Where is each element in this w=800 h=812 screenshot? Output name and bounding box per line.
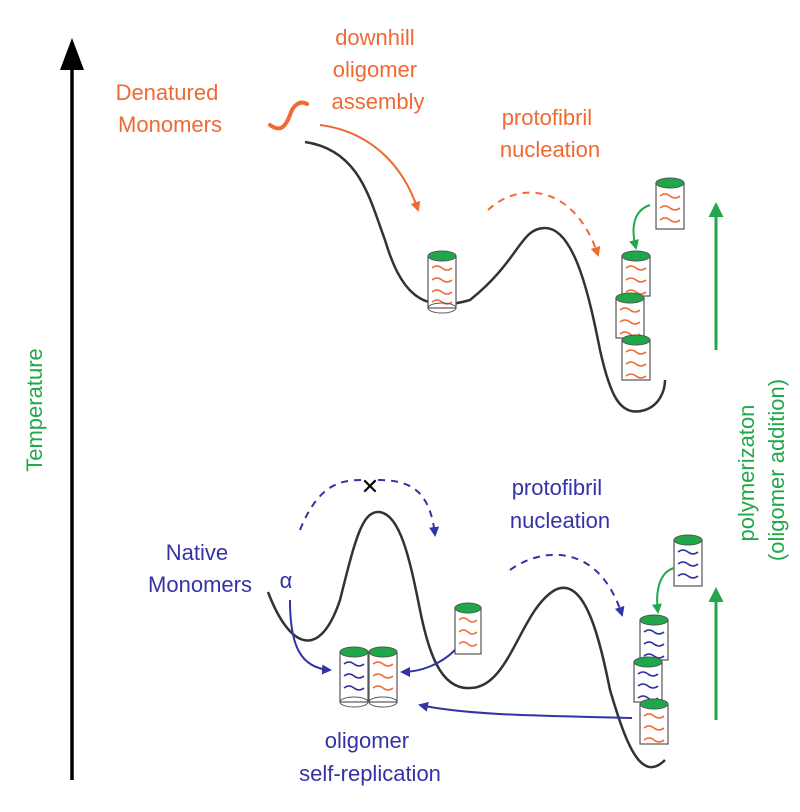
upper-protofibril-stack bbox=[615, 250, 651, 381]
upper-addition-arrow bbox=[629, 204, 651, 250]
oligomer-to-dimer-arrow bbox=[400, 649, 456, 677]
denatured-monomers-label: Denatured Monomers bbox=[116, 80, 225, 137]
self-replication-arrow bbox=[418, 701, 633, 719]
lower-nucleation-arrow bbox=[509, 553, 625, 617]
upper-oligomer-cylinder bbox=[427, 250, 457, 314]
lower-energy-curve bbox=[266, 510, 666, 769]
blocked-symbol: ✕ bbox=[361, 474, 379, 499]
downhill-assembly-label: downhill oligomer assembly bbox=[332, 25, 425, 114]
lower-addition-arrow bbox=[651, 567, 675, 614]
lower-orange-oligomer bbox=[454, 602, 482, 655]
alpha-symbol: α bbox=[280, 568, 293, 593]
lower-protofibril-stack bbox=[633, 614, 669, 745]
lower-protofibril-nucleation-label: protofibril nucleation bbox=[510, 475, 610, 533]
upper-incoming-oligomer bbox=[655, 177, 685, 230]
axis-label: Temperature bbox=[22, 348, 47, 472]
upper-nucleation-arrow bbox=[487, 191, 601, 257]
temperature-axis bbox=[60, 38, 84, 780]
upper-energy-curve bbox=[304, 140, 667, 413]
blocked-path-arrow bbox=[299, 479, 435, 535]
polymerization-label: polymerizaton (oligomer addition) bbox=[734, 379, 789, 561]
lower-incoming-oligomer bbox=[673, 534, 703, 587]
native-monomers-label: Native Monomers bbox=[148, 540, 252, 597]
native-to-oligomer-arrow bbox=[289, 599, 332, 675]
downhill-assembly-arrow bbox=[319, 124, 421, 212]
lower-dimer bbox=[339, 646, 398, 708]
denatured-monomer-squiggle bbox=[268, 100, 309, 131]
self-replication-label: oligomer self-replication bbox=[299, 728, 441, 786]
upper-protofibril-nucleation-label: protofibril nucleation bbox=[500, 105, 600, 162]
